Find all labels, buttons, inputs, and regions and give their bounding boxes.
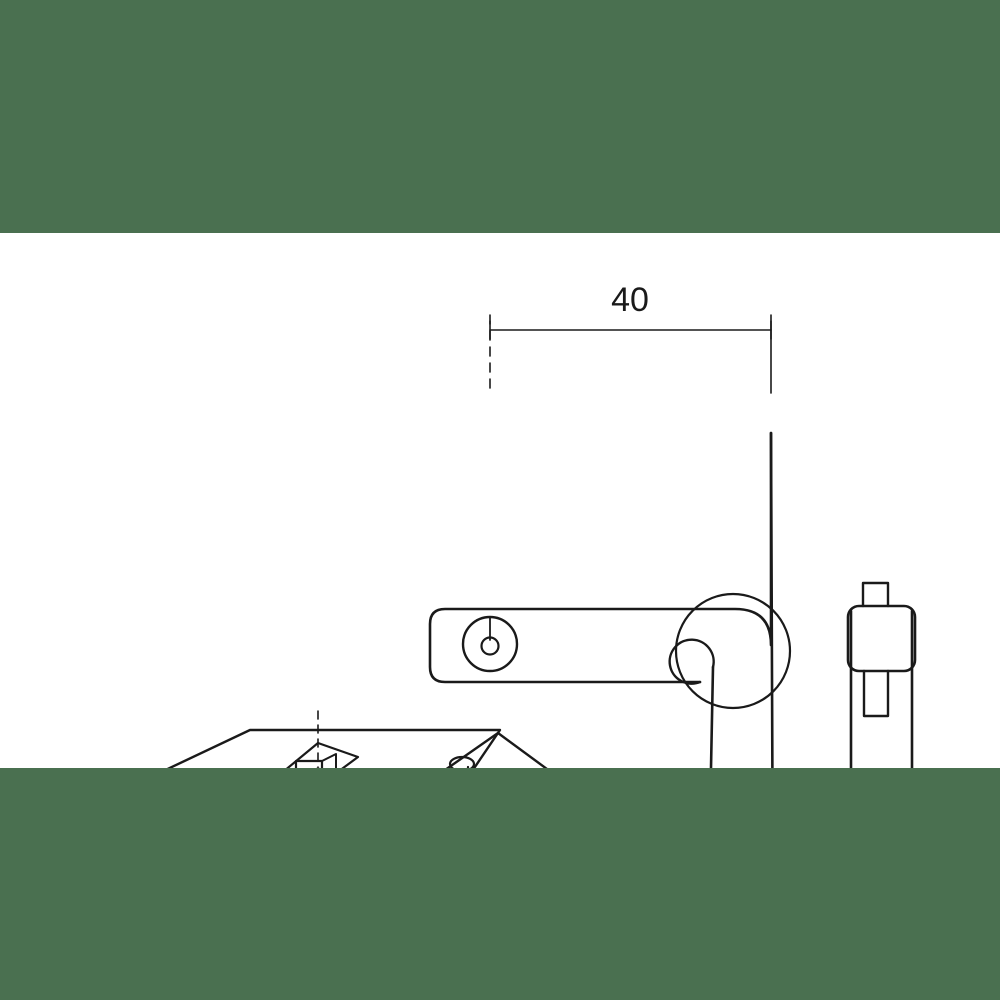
tnut-block-body (294, 759, 324, 768)
extrusion-body-outline (166, 728, 502, 768)
pivot-keyhole (668, 638, 715, 685)
hub-disc (674, 592, 792, 710)
dimension-40-label: 40 (611, 281, 649, 319)
angled-extrusion-outline (445, 731, 548, 768)
horizontal-arm (428, 431, 773, 684)
bottom-color-band (0, 768, 1000, 1000)
side-clamp-block (846, 604, 917, 673)
front-view-group (428, 431, 792, 768)
side-view-group (846, 581, 917, 768)
technical-drawing-svg: 40 (166, 281, 917, 768)
dimension-40-group (489, 314, 772, 394)
side-bolt-shaft (862, 669, 890, 718)
joint-bolt-head (448, 755, 476, 768)
tnut-block-side (321, 753, 337, 768)
side-body-bar (849, 609, 914, 768)
top-color-band (0, 0, 1000, 233)
vertical-arm (709, 431, 774, 768)
tnut-plate-top (286, 741, 360, 768)
isometric-assembly-group (166, 728, 548, 768)
bolt-boss-outer (461, 615, 519, 673)
side-stud (861, 581, 890, 608)
drawing-canvas: 40 (0, 233, 1000, 768)
